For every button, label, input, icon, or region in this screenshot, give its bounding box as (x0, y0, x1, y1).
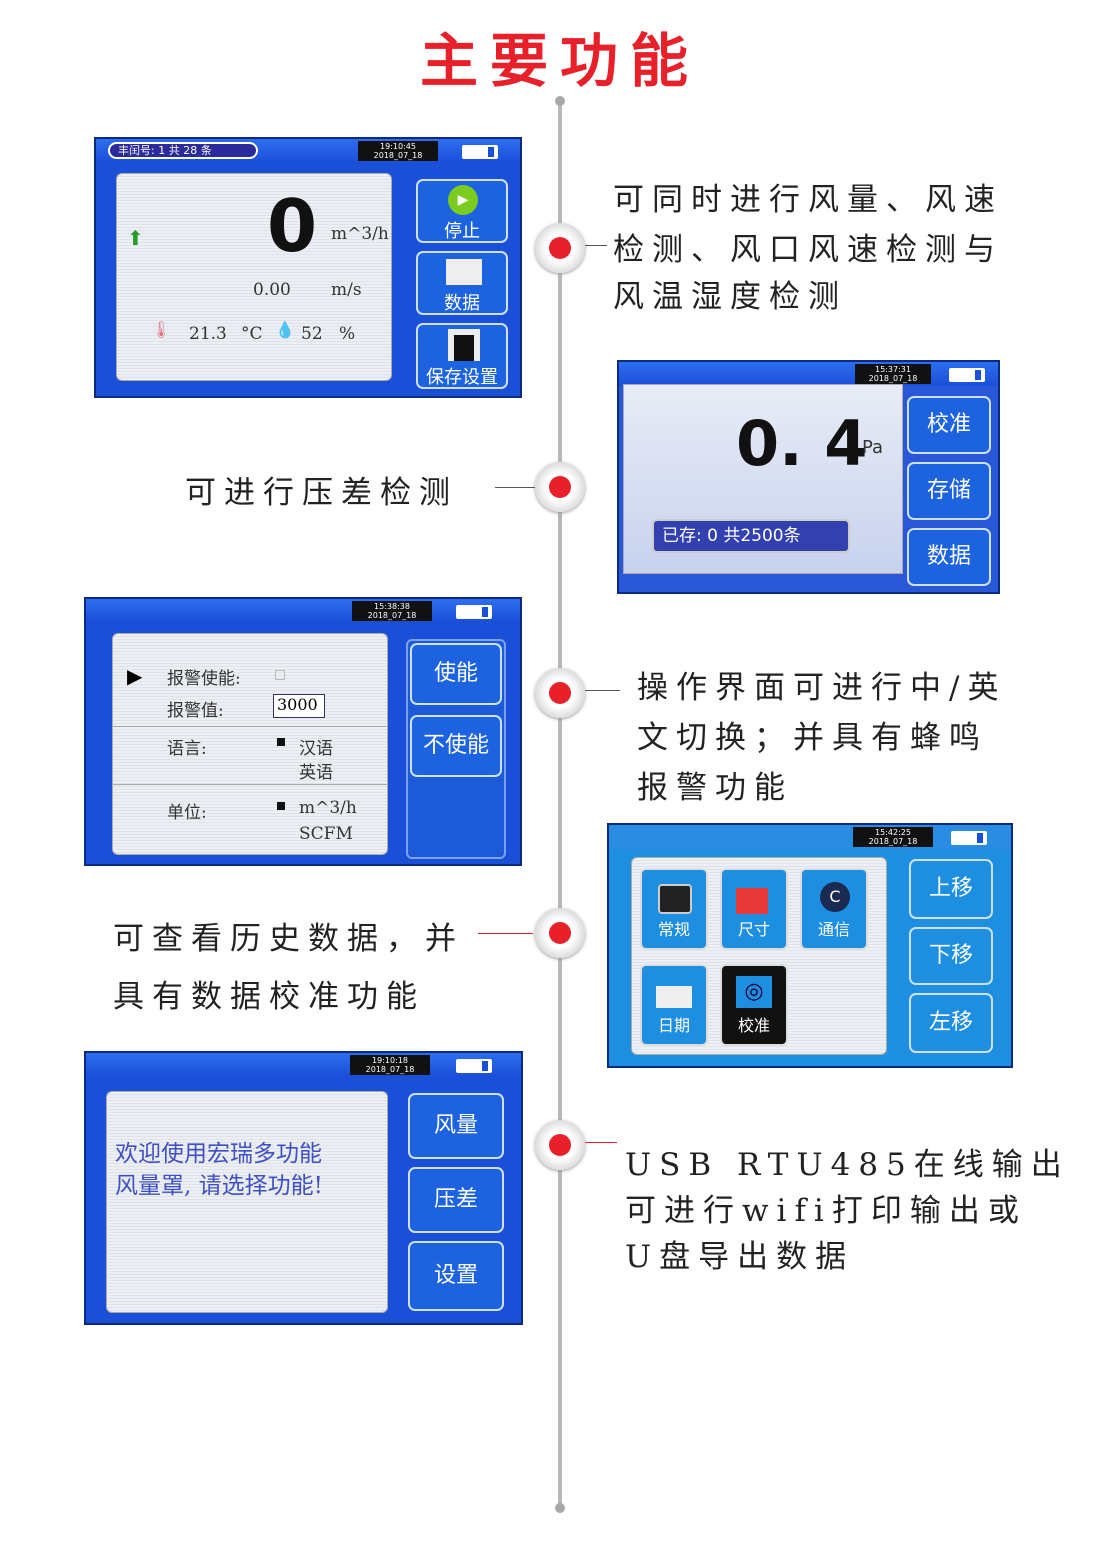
move-up-button[interactable]: 上移 (909, 859, 993, 919)
airflow-button[interactable]: 风量 (408, 1093, 504, 1159)
pressure-value: 0. 4 (736, 407, 868, 480)
alarm-enable-checkbox[interactable] (275, 670, 285, 680)
alarm-value-label: 报警值: (167, 701, 224, 721)
reading-panel: ⬆ 0 m^3/h 0.00 m/s 🌡 21.3 °C 💧 52 % (116, 173, 392, 381)
flow-value: 0 (267, 184, 318, 268)
alarm-enable-label: 报警使能: (167, 669, 241, 689)
move-left-button[interactable]: 左移 (909, 993, 993, 1053)
battery-icon (462, 145, 498, 159)
tile-calibrate[interactable]: ◎校准 (720, 964, 788, 1046)
battery-icon (456, 605, 492, 619)
calibrate-button[interactable]: 校准 (907, 396, 991, 454)
temp-unit: °C (241, 324, 263, 344)
floppy-disk-icon (448, 329, 480, 361)
timeline-end-dot (555, 1503, 565, 1513)
humidity-unit: % (339, 324, 356, 344)
stop-button[interactable]: ▶停止 (416, 179, 508, 243)
tile-size[interactable]: 尺寸 (720, 868, 788, 950)
radio-m3h[interactable] (277, 802, 285, 810)
tile-general[interactable]: 常规 (640, 868, 708, 950)
speed-value: 0.00 (253, 280, 291, 300)
timeline-marker (535, 1120, 585, 1170)
alarm-value-input[interactable]: 3000 (273, 694, 325, 718)
battery-icon (951, 831, 987, 845)
record-count: 丰闰号: 1 共 28 条 (108, 142, 258, 159)
pointer-icon: ▶ (127, 664, 143, 688)
settings-button[interactable]: 设置 (408, 1241, 504, 1311)
gear-icon (658, 884, 692, 914)
battery-icon (949, 368, 985, 382)
droplet-icon: 💧 (275, 320, 295, 339)
flow-unit: m^3/h (331, 224, 389, 244)
timeline (558, 100, 562, 1508)
speed-unit: m/s (331, 280, 362, 300)
thermometer-icon: 🌡 (151, 320, 172, 339)
unit-label: 单位: (167, 803, 207, 823)
pressure-unit: Pa (862, 437, 884, 458)
option-scfm[interactable]: SCFM (299, 824, 353, 844)
option-english[interactable]: 英语 (299, 763, 333, 783)
connector (478, 933, 533, 934)
option-chinese[interactable]: 汉语 (299, 739, 333, 759)
target-icon: ◎ (736, 976, 772, 1008)
store-button[interactable]: 存储 (907, 462, 991, 520)
save-settings-button[interactable]: 保存设置 (416, 323, 508, 389)
timeline-marker (535, 668, 585, 718)
caption-pressure: 可进行压差检测 (185, 475, 458, 511)
humidity-value: 52 (301, 324, 323, 344)
communication-icon: C (820, 882, 850, 912)
welcome-message: 欢迎使用宏瑞多功能风量罩, 请选择功能! (115, 1141, 323, 1199)
page-title: 主要功能 (419, 27, 700, 95)
play-icon: ▶ (448, 185, 478, 215)
temp-value: 21.3 (189, 324, 227, 344)
enable-button[interactable]: 使能 (410, 643, 502, 705)
data-button[interactable]: 数据 (416, 251, 508, 315)
connector (585, 1142, 617, 1143)
option-m3h[interactable]: m^3/h (299, 798, 357, 818)
caption-language: 操作界面可进行中/英文切换；并具有蜂鸣报警功能 (637, 670, 1007, 806)
timeline-start-dot (555, 96, 565, 106)
caption-airflow: 可同时进行风量、风速检测、风口风速检测与风温湿度检测 (613, 182, 1003, 315)
radio-chinese[interactable] (277, 738, 285, 746)
pressure-button[interactable]: 压差 (408, 1167, 504, 1233)
timeline-marker (535, 908, 585, 958)
timeline-marker (535, 462, 585, 512)
tile-date[interactable]: 日期 (640, 964, 708, 1046)
ruler-icon (736, 888, 768, 914)
arrow-up-icon: ⬆ (127, 226, 144, 250)
battery-icon (456, 1059, 492, 1073)
data-button[interactable]: 数据 (907, 528, 991, 586)
connector (585, 245, 607, 246)
language-label: 语言: (167, 739, 207, 759)
saved-count: 已存: 0 共2500条 (652, 519, 850, 553)
caption-history: 可查看历史数据，并具有数据校准功能 (113, 921, 464, 1015)
timeline-marker (535, 223, 585, 273)
clock-icon (656, 986, 692, 1008)
move-down-button[interactable]: 下移 (909, 927, 993, 985)
connector (585, 690, 620, 691)
clock-icon (446, 259, 482, 285)
connector (495, 487, 535, 488)
disable-button[interactable]: 不使能 (410, 715, 502, 777)
